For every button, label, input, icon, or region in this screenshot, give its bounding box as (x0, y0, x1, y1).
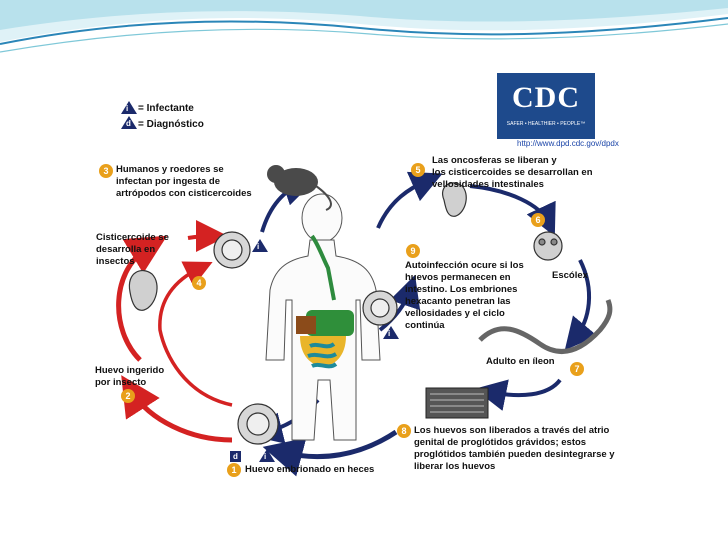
arrow-human-to-oncosphere (376, 171, 443, 229)
arrow-insect-to-cysticercoid (116, 235, 168, 362)
diagnostic-symbol-legend: d (121, 116, 137, 129)
stage-badge-7: 7 (570, 362, 584, 376)
stage-2-label: Huevo ingerido por insecto (95, 365, 165, 388)
slide-wave-decoration (0, 0, 728, 53)
diagnostic-marker-feces: d (230, 451, 241, 462)
stage-badge-5: 5 (411, 163, 425, 177)
arrow-cysticercoid-to-human (187, 220, 228, 253)
stage-badge-2: 2 (121, 389, 135, 403)
legend-diagnostic-label: = Diagnóstico (138, 119, 204, 130)
cdc-logo: CDC SAFER • HEALTHIER • PEOPLE™ (497, 73, 595, 139)
infective-marker-autoinfection: i (383, 326, 399, 339)
egg-feces-stage (237, 403, 279, 445)
arrow-oncosphere-to-scolex (469, 184, 556, 237)
legend-infective-label: = Infectante (138, 103, 194, 114)
stage-badge-4: 4 (192, 276, 206, 290)
arrow-adult-to-proglottid (474, 378, 562, 411)
stage-3-label: Humanos y roedores se infectan por inges… (116, 164, 252, 199)
stage-5-label: Las oncosferas se liberan y los cisticer… (432, 155, 593, 190)
infective-marker-feces: i (259, 449, 275, 462)
stomach (306, 310, 354, 336)
stage-1-label: Huevo embrionado en heces (245, 464, 375, 475)
stage-badge-8: 8 (397, 424, 411, 438)
arrow-red-inner (158, 261, 233, 407)
stage-6-label: Escólex (552, 270, 588, 281)
small-intestine-coils (307, 342, 338, 369)
arrow-proglottid-to-egg (262, 429, 398, 477)
rat (267, 165, 332, 211)
stage-7-label: Adulto en íleon (486, 356, 555, 367)
infective-symbol-legend: i (121, 101, 137, 114)
liver (296, 316, 316, 334)
stage-badge-9: 9 (406, 244, 420, 258)
gravid-proglottid (425, 387, 489, 419)
stage-badge-6: 6 (531, 213, 545, 227)
stage-9-label: Autoinfección ocure si los huevos perman… (405, 260, 524, 331)
cysticercoid-larva (128, 270, 158, 311)
arrow-scolex-to-adult (564, 259, 598, 351)
stage-4-label: Cisticercoide se desarrolla en insectos (96, 232, 169, 267)
stage-8-label: Los huevos son liberados a través del at… (414, 425, 615, 472)
infective-marker-insect: i (252, 239, 268, 252)
esophagus (310, 234, 336, 301)
source-url-link[interactable]: http://www.dpd.cdc.gov/dpdx (517, 139, 619, 148)
stage-badge-3: 3 (99, 164, 113, 178)
scolex (533, 231, 563, 261)
cysticercoid-villi (442, 182, 467, 217)
arrow-egg-to-insect (121, 375, 233, 443)
egg-cysticercoid-stage (213, 231, 251, 269)
adult-worm (478, 299, 613, 354)
stage-badge-1: 1 (227, 463, 241, 477)
egg-autoinfection-stage (362, 290, 398, 326)
